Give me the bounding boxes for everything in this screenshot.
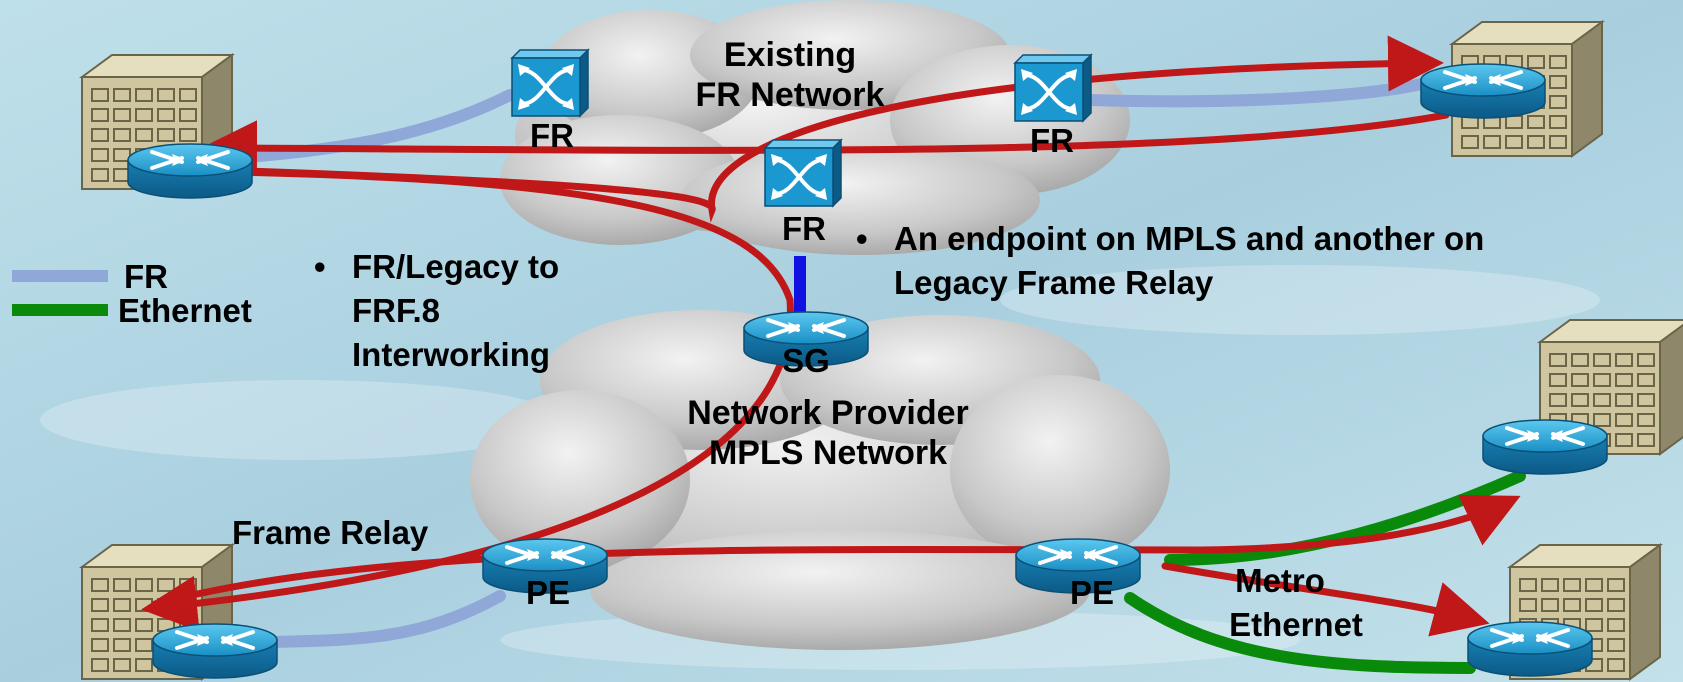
fr-switch-left-label: FR	[530, 117, 574, 154]
fr-cloud-title-line1: Existing	[724, 36, 856, 74]
mpls-cloud-title-line1: Network Provider	[687, 394, 969, 432]
router-top-right	[1419, 62, 1547, 120]
fr-switch-center-label: FR	[782, 210, 826, 247]
frame-relay-label: Frame Relay	[232, 514, 429, 551]
fr-switch-center	[763, 138, 843, 208]
pe-left-label: PE	[526, 574, 570, 611]
fr-switch-right	[1013, 53, 1093, 123]
ethernet-links	[1124, 470, 1526, 674]
bullet-left-line3: Interworking	[352, 336, 550, 373]
circuit-top-right-to-top-left	[201, 111, 1450, 177]
legend-fr-label: FR	[124, 258, 168, 295]
router-bottom-right	[1466, 620, 1594, 678]
router-top-left	[126, 142, 254, 200]
metro-ethernet-label-line1: Metro	[1235, 562, 1325, 599]
bullet-left-marker: •	[314, 248, 326, 285]
legend-ethernet-label: Ethernet	[118, 292, 252, 329]
bullet-right-marker: •	[856, 220, 868, 257]
pe-right-label: PE	[1070, 574, 1114, 611]
sg-label: SG	[782, 342, 830, 379]
circuit-pe-to-bottom-right	[1161, 562, 1490, 637]
mpls-cloud-title-line2: MPLS Network	[709, 434, 947, 472]
circuit-bottom-left-to-right	[151, 495, 1521, 608]
bullet-left-line1: FR/Legacy to	[352, 248, 559, 285]
fr-switch-left	[510, 48, 590, 118]
fr-cloud-title-line2: FR Network	[696, 76, 885, 114]
bullet-right-line2: Legacy Frame Relay	[894, 264, 1214, 301]
metro-ethernet-label-line2: Ethernet	[1229, 606, 1363, 643]
fr-switch-right-label: FR	[1030, 122, 1074, 159]
bullet-right-line1: An endpoint on MPLS and another on	[894, 220, 1484, 257]
router-right-middle	[1481, 418, 1609, 476]
router-bottom-left	[151, 622, 279, 680]
bullet-left-line2: FRF.8	[352, 292, 440, 329]
